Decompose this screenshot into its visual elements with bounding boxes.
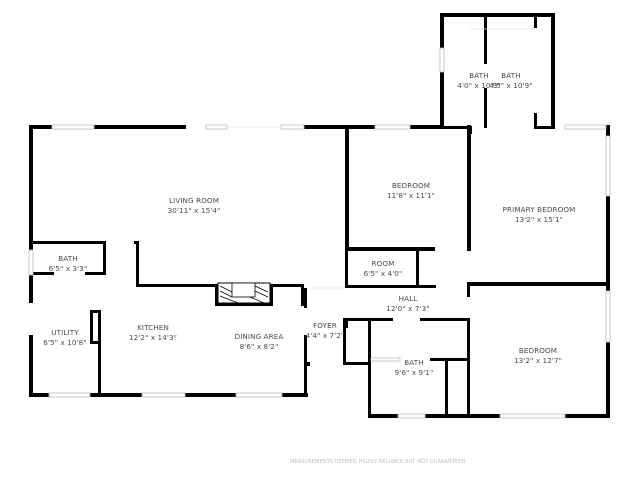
room-dimensions: 13'2" x 12'7" (513, 356, 563, 365)
room-label-bath-upper-left: BATH 4'0" x 10'9" (457, 71, 500, 91)
room-name: UTILITY (51, 328, 79, 337)
windows (28, 47, 611, 419)
room-name: KITCHEN (137, 323, 169, 332)
room-name: FOYER (313, 321, 337, 330)
room-dimensions: 6'5" x 10'8" (43, 338, 87, 347)
room-label-bath-main: BATH 9'6" x 9'1" (395, 358, 434, 378)
room-name: BEDROOM (391, 181, 431, 190)
room-dimensions: 30'11" x 15'4" (167, 206, 221, 215)
room-label-utility: UTILITY 6'5" x 10'8" (43, 328, 86, 348)
room-dimensions: 9'6" x 9'1" (394, 368, 434, 377)
room-label-bedroom-1: BEDROOM 11'8" x 11'1" (387, 181, 435, 201)
room-dimensions: 11'8" x 11'1" (386, 191, 436, 200)
room-name: BATH (501, 71, 521, 80)
room-dimensions: 12'2" x 14'3" (128, 333, 178, 342)
room-label-room: ROOM 6'5" x 4'0" (364, 259, 403, 279)
room-name: BEDROOM (518, 346, 558, 355)
room-name: HALL (398, 294, 418, 303)
room-dimensions: 6'5" x 3'3" (48, 264, 88, 273)
room-dimensions: 4'5" x 10'9" (489, 81, 533, 90)
room-label-bedroom-2: BEDROOM 13'2" x 12'7" (514, 346, 562, 366)
room-name: PRIMARY BEDROOM (502, 205, 576, 214)
room-name: BATH (404, 358, 424, 367)
room-label-kitchen: KITCHEN 12'2" x 14'3" (129, 323, 177, 343)
room-label-bath-upper-right: BATH 4'5" x 10'9" (489, 71, 532, 91)
openings (227, 28, 534, 289)
room-label-bath-half: BATH 6'5" x 3'3" (49, 254, 88, 274)
room-name: DINING AREA (234, 332, 284, 341)
room-dimensions: 4'4" x 7'2" (305, 331, 345, 340)
room-label-primary-bedroom: PRIMARY BEDROOM 13'2" x 15'1" (503, 205, 576, 225)
room-dimensions: 12'0" x 7'3" (386, 304, 430, 313)
room-name: BATH (469, 71, 489, 80)
room-name: LIVING ROOM (168, 196, 220, 205)
fireplace (217, 282, 271, 304)
room-label-foyer: FOYER 4'4" x 7'2" (306, 321, 345, 341)
room-label-hall: HALL 12'0" x 7'3" (386, 294, 429, 314)
room-dimensions: 4'0" x 10'9" (457, 81, 501, 90)
room-dimensions: 6'5" x 4'0" (363, 269, 403, 278)
room-label-dining-area: DINING AREA 8'6" x 8'2" (235, 332, 284, 352)
room-label-living-room: LIVING ROOM 30'11" x 15'4" (168, 196, 221, 216)
room-name: BATH (58, 254, 78, 263)
room-name: ROOM (371, 259, 395, 268)
disclaimer-text: MEASUREMENTS DEEMED HIGHLY RELIABLE BUT … (290, 459, 466, 465)
room-dimensions: 13'2" x 15'1" (514, 215, 564, 224)
room-dimensions: 8'6" x 8'2" (239, 342, 279, 351)
